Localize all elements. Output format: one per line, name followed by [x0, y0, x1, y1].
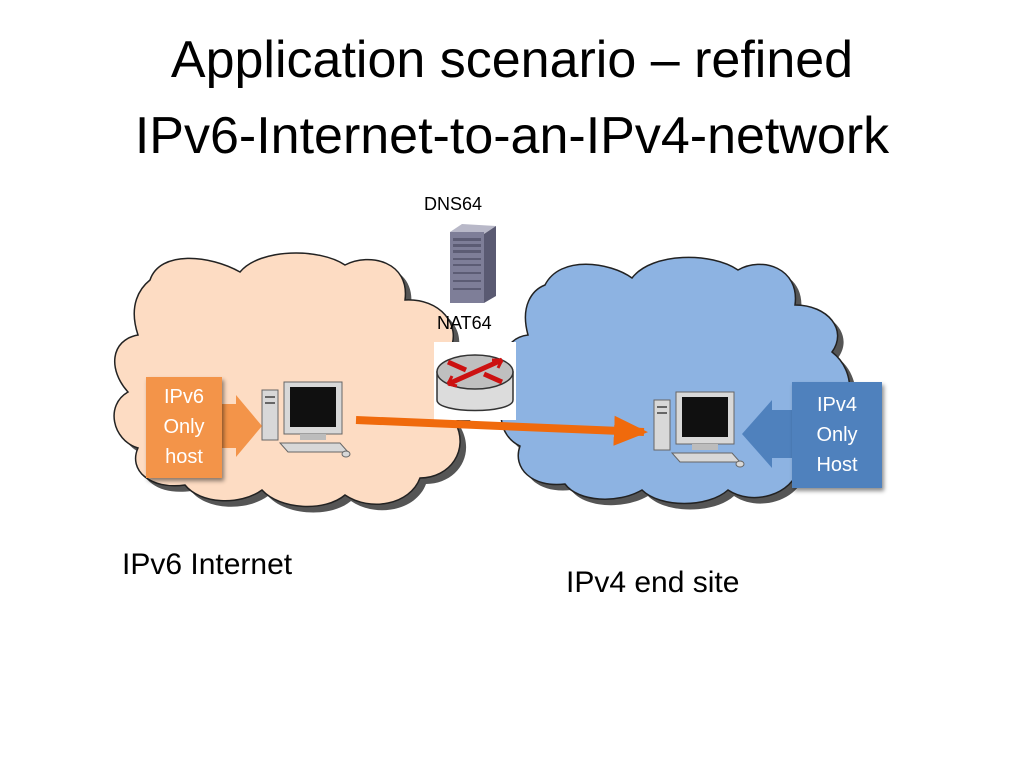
ipv6-callout-line: Only [163, 416, 205, 438]
ipv4-callout-pointer [742, 400, 792, 468]
ipv6-internet-label: IPv6 Internet [122, 548, 293, 581]
ipv4-callout-line: Host [816, 454, 858, 476]
ipv4-callout-line: IPv4 [816, 394, 858, 416]
nat64-router-icon [434, 342, 516, 420]
title-line-1: Application scenario – refined [170, 31, 854, 89]
ipv6-callout-line: host [165, 446, 203, 468]
ipv4-only-host-callout: IPv4 Only Host [792, 382, 882, 488]
ipv4-host-computer-icon [653, 391, 745, 468]
nat64-label: NAT64 [437, 313, 492, 333]
dns64-server-icon [450, 224, 496, 303]
flow-arrow [355, 415, 648, 446]
ipv6-callout-pointer [222, 395, 262, 457]
ipv6-host-computer-icon [261, 381, 351, 458]
ipv6-only-host-callout: IPv6 Only host [146, 377, 222, 478]
title-line-2: IPv6-Internet-to-an-IPv4-network [134, 107, 890, 165]
dns64-label: DNS64 [424, 194, 483, 214]
ipv6-callout-line: IPv6 [163, 386, 205, 408]
ipv4-callout-line: Only [816, 424, 858, 446]
ipv4-end-site-label: IPv4 end site [566, 566, 740, 599]
